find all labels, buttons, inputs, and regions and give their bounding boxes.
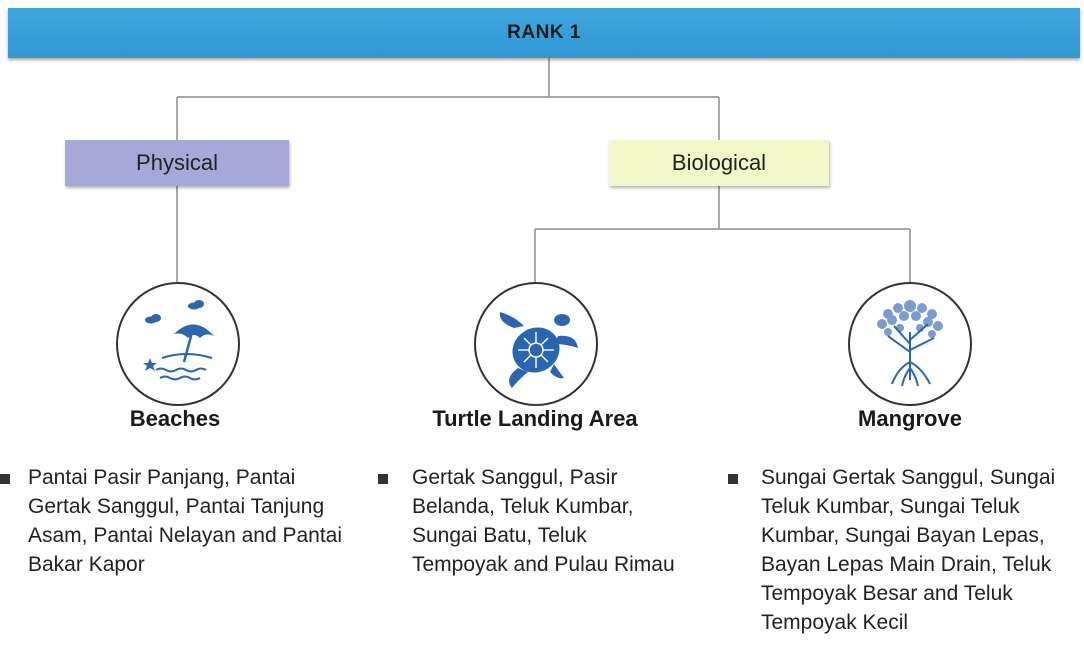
turtle-landing-sites: Gertak Sanggul, Pasir Belanda, Teluk Kum…	[412, 466, 675, 576]
beaches-sites: Pantai Pasir Panjang, Pantai Gertak Sang…	[28, 466, 343, 576]
beach-umbrella-icon	[116, 282, 240, 406]
turtle-icon	[474, 282, 598, 406]
habitat-title-mangrove: Mangrove	[858, 406, 962, 431]
bullet-square-icon	[378, 474, 388, 484]
rank-label: RANK 1	[507, 22, 581, 43]
list-item-mangrove: Sungai Gertak Sanggul, Sungai Teluk Kumb…	[728, 463, 1080, 637]
list-item-beaches: Pantai Pasir Panjang, Pantai Gertak Sang…	[0, 463, 360, 579]
category-biological: Biological	[609, 140, 829, 186]
mangrove-tree-icon	[848, 282, 972, 406]
bullet-square-icon	[728, 474, 738, 484]
category-physical: Physical	[65, 140, 289, 186]
bullet-square-icon	[0, 474, 10, 484]
list-item-turtle-landing-area: Gertak Sanggul, Pasir Belanda, Teluk Kum…	[378, 463, 678, 579]
mangrove-sites: Sungai Gertak Sanggul, Sungai Teluk Kumb…	[761, 466, 1056, 634]
rank-header: RANK 1	[8, 8, 1080, 58]
habitat-title-turtle-landing-area: Turtle Landing Area	[432, 406, 638, 431]
habitat-title-beaches: Beaches	[129, 406, 221, 431]
